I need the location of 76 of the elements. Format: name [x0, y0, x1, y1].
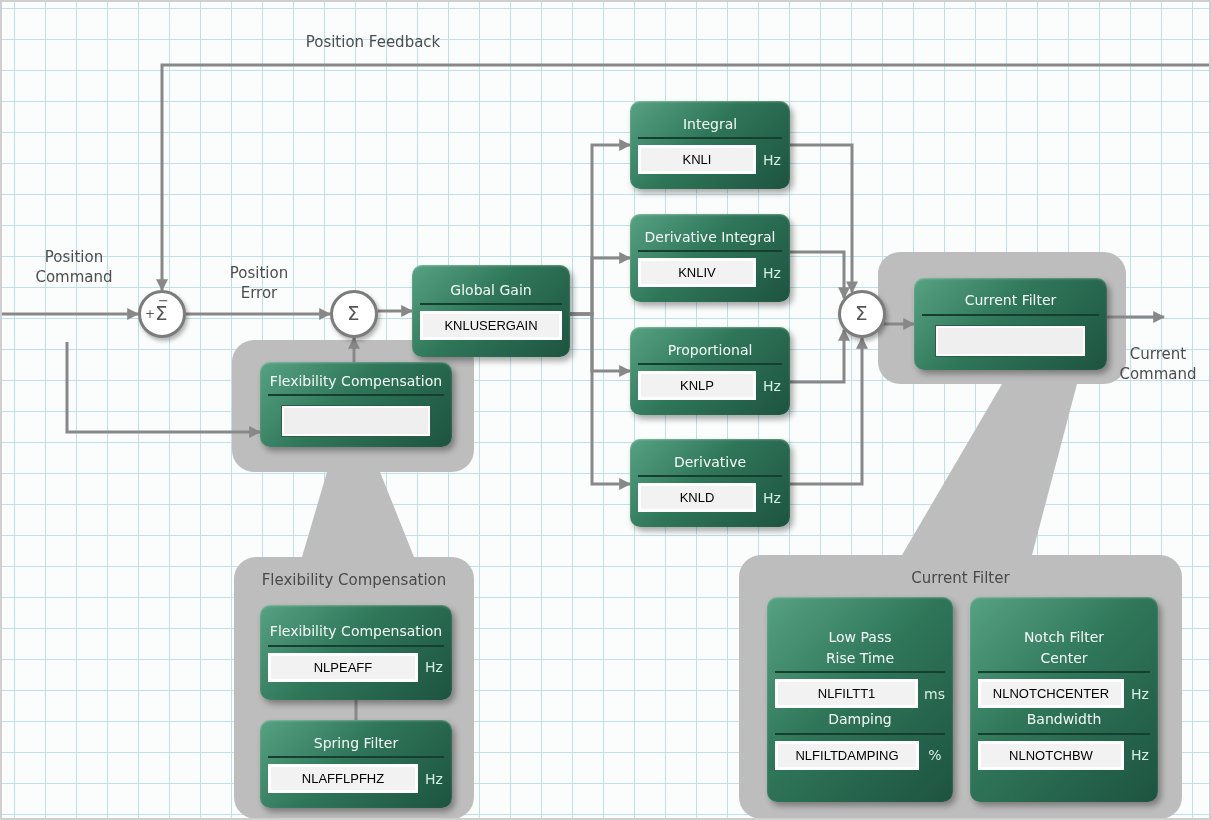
block-title: Global Gain: [420, 281, 562, 306]
sigma-symbol: Σ: [855, 303, 868, 323]
arrow: [377, 305, 414, 317]
block-title: Derivative Integral: [638, 228, 782, 253]
connector-line: [354, 700, 358, 720]
block-title: Low Pass: [827, 629, 893, 647]
callout-pointer: [902, 384, 1077, 555]
control-block: [630, 327, 790, 415]
summing-junction: [330, 290, 378, 338]
control-block: [630, 101, 790, 189]
summing-junction: [838, 290, 886, 338]
block-title: Notch Filter: [1022, 629, 1106, 647]
block-title: Current Filter: [922, 292, 1099, 316]
value-field: KNLUSERGAIN: [420, 311, 562, 341]
edge-label: Current Command: [1118, 345, 1198, 384]
block-title: Bandwidth: [978, 711, 1150, 735]
arrow: [348, 336, 360, 362]
block-title: Spring Filter: [268, 734, 444, 759]
sigma-symbol: Σ: [347, 303, 360, 323]
unit-label: Hz: [762, 264, 782, 281]
value-field: KNLP: [638, 371, 756, 401]
group-panel: [234, 557, 474, 818]
unit-label: %: [927, 747, 943, 764]
value-field: NLPEAFF: [268, 652, 418, 682]
unit-label: Hz: [762, 489, 782, 506]
value-field: KNLI: [638, 145, 756, 175]
block-title: Integral: [638, 115, 782, 140]
block-title: Rise Time: [775, 649, 945, 674]
unit-label: Hz: [424, 770, 444, 787]
sign-symbol: +: [145, 308, 156, 320]
control-block: [412, 265, 570, 357]
unit-label: Hz: [762, 151, 782, 168]
control-block: [260, 362, 452, 447]
arrow: [790, 328, 850, 384]
control-block: [970, 597, 1158, 802]
block-title: Flexibility Compensation: [268, 372, 444, 397]
edge-label: Position Feedback: [304, 33, 442, 53]
unit-label: ms: [924, 685, 945, 702]
value-field: NLFILTT1: [775, 679, 919, 709]
block-title: Flexibility Compensation: [268, 623, 444, 647]
arrow: [1107, 311, 1166, 323]
value-field: KNLD: [638, 483, 756, 513]
arrow: [790, 250, 850, 300]
value-field: NLNOTCHCENTER: [978, 679, 1124, 709]
control-block: [630, 439, 790, 527]
arrow: [2, 308, 140, 320]
panel-title: Current Filter: [910, 569, 1011, 587]
unit-label: Hz: [424, 659, 444, 676]
control-block: [260, 720, 452, 808]
unit-label: Hz: [1130, 747, 1150, 764]
arrow: [570, 312, 632, 490]
summing-junction: [138, 290, 186, 338]
block-title: Center: [978, 649, 1150, 674]
callout-pointer: [302, 472, 414, 557]
edge-label: Position Command: [34, 248, 114, 287]
arrow: [883, 318, 916, 330]
unit-label: Hz: [762, 377, 782, 394]
control-block: [630, 214, 790, 302]
arrow: [186, 308, 332, 320]
unit-label: Hz: [1130, 685, 1150, 702]
arrow: [156, 63, 1209, 292]
block-title: Damping: [775, 711, 945, 735]
value-field: NLNOTCHBW: [978, 740, 1124, 770]
control-block: [914, 278, 1107, 370]
control-block: [767, 597, 953, 802]
panel-title: Flexibility Compensation: [260, 571, 448, 589]
block-title: Derivative: [638, 453, 782, 478]
arrow: [790, 143, 858, 294]
arrow: [790, 336, 868, 486]
control-block: [260, 605, 452, 700]
edge-label: Position Error: [228, 264, 290, 303]
value-field: KNLIV: [638, 258, 756, 288]
block-title: Proportional: [638, 341, 782, 366]
value-field: NLAFFLPFHZ: [268, 764, 418, 794]
value-field: NLFILTDAMPING: [775, 740, 919, 770]
arrow: [65, 342, 262, 438]
